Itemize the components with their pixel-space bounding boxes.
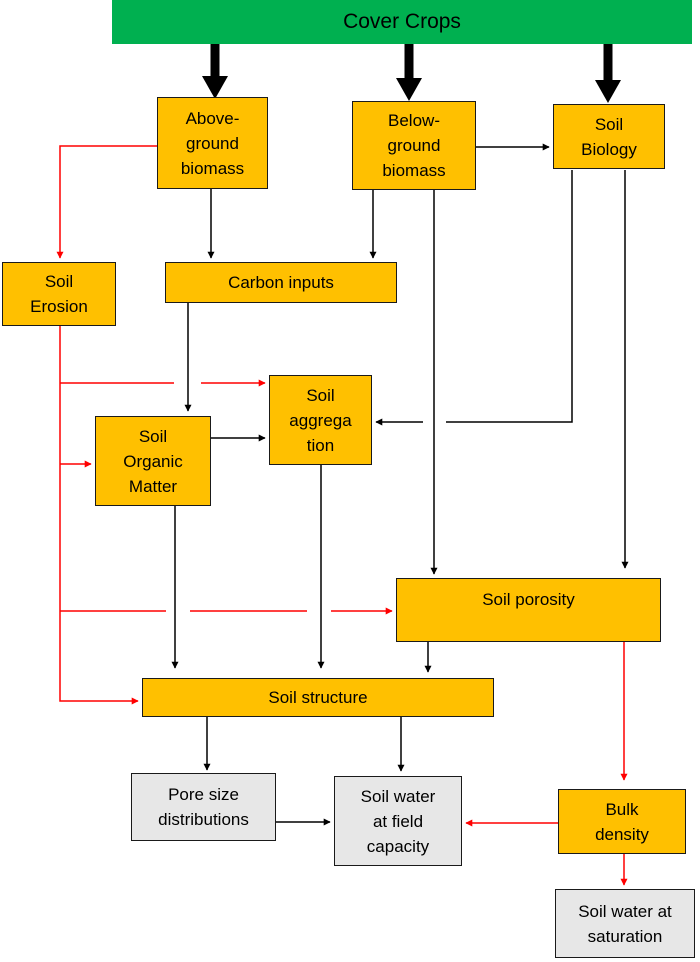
carbon-inputs-label: Carbon inputs [228, 273, 334, 292]
soil-water-field-capacity-label: Soil water at field capacity [360, 786, 436, 856]
above-ground-biomass-label: Above- ground biomass [180, 108, 245, 178]
soil-structure-box: Soil structure [142, 678, 494, 717]
soil-erosion-box: Soil Erosion [2, 262, 116, 326]
soil-aggregation-box: Soil aggrega tion [269, 375, 372, 465]
soil-water-saturation-label: Soil water at saturation [578, 901, 672, 946]
above-ground-biomass-box: Above- ground biomass [157, 97, 268, 189]
soil-aggregation-label: Soil aggrega tion [289, 385, 352, 455]
red-connectors [56, 145, 628, 886]
soil-biology-label: Soil Biology [581, 114, 637, 159]
cover-crops-thick-arrows [202, 44, 621, 103]
black-connectors [171, 143, 629, 826]
bulk-density-label: Bulk density [595, 799, 649, 844]
soil-organic-matter-label: Soil Organic Matter [123, 426, 183, 496]
soil-water-saturation-box: Soil water at saturation [555, 889, 695, 958]
soil-water-field-capacity-box: Soil water at field capacity [334, 776, 462, 866]
pore-size-distributions-label: Pore size distributions [158, 785, 249, 829]
bulk-density-box: Bulk density [558, 789, 686, 854]
soil-erosion-label: Soil Erosion [30, 272, 88, 316]
soil-porosity-box: Soil porosity [396, 578, 661, 642]
soil-organic-matter-box: Soil Organic Matter [95, 416, 211, 506]
soil-structure-label: Soil structure [268, 688, 368, 707]
cover-crops-header: Cover Crops [112, 0, 692, 44]
soil-porosity-label: Soil porosity [482, 590, 575, 609]
carbon-inputs-box: Carbon inputs [165, 262, 397, 303]
pore-size-distributions-box: Pore size distributions [131, 773, 276, 841]
cover-crops-label: Cover Crops [343, 10, 461, 33]
below-ground-biomass-label: Below- ground biomass [382, 111, 446, 180]
below-ground-biomass-box: Below- ground biomass [352, 101, 476, 190]
soil-biology-box: Soil Biology [553, 104, 665, 169]
